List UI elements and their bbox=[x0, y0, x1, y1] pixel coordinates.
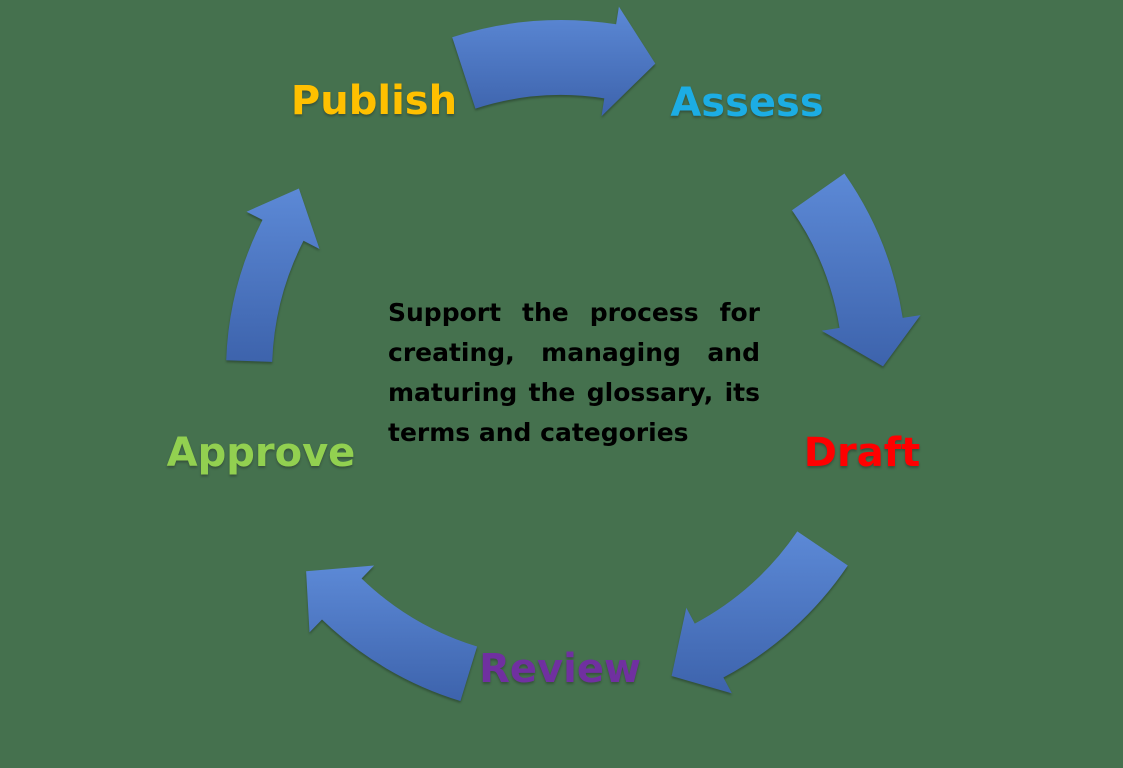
center-description-line: creating, managing and bbox=[388, 338, 760, 367]
center-description-line: Support the process for bbox=[388, 298, 760, 327]
arrow-assess-draft bbox=[792, 173, 921, 367]
node-label-draft: Draft bbox=[803, 430, 921, 476]
node-label-approve: Approve bbox=[166, 430, 356, 476]
arrow-approve-publish bbox=[226, 188, 320, 362]
arrow-draft-review bbox=[671, 531, 848, 694]
node-label-publish: Publish bbox=[290, 78, 458, 124]
node-label-review: Review bbox=[479, 646, 641, 692]
arrow-publish-assess bbox=[452, 6, 656, 117]
center-description-line: terms and categories bbox=[388, 418, 689, 447]
center-description-line: maturing the glossary, its bbox=[388, 378, 760, 407]
center-description: Support the process for creating, managi… bbox=[388, 293, 760, 453]
arrow-review-approve bbox=[306, 565, 478, 701]
node-label-assess: Assess bbox=[670, 80, 824, 126]
